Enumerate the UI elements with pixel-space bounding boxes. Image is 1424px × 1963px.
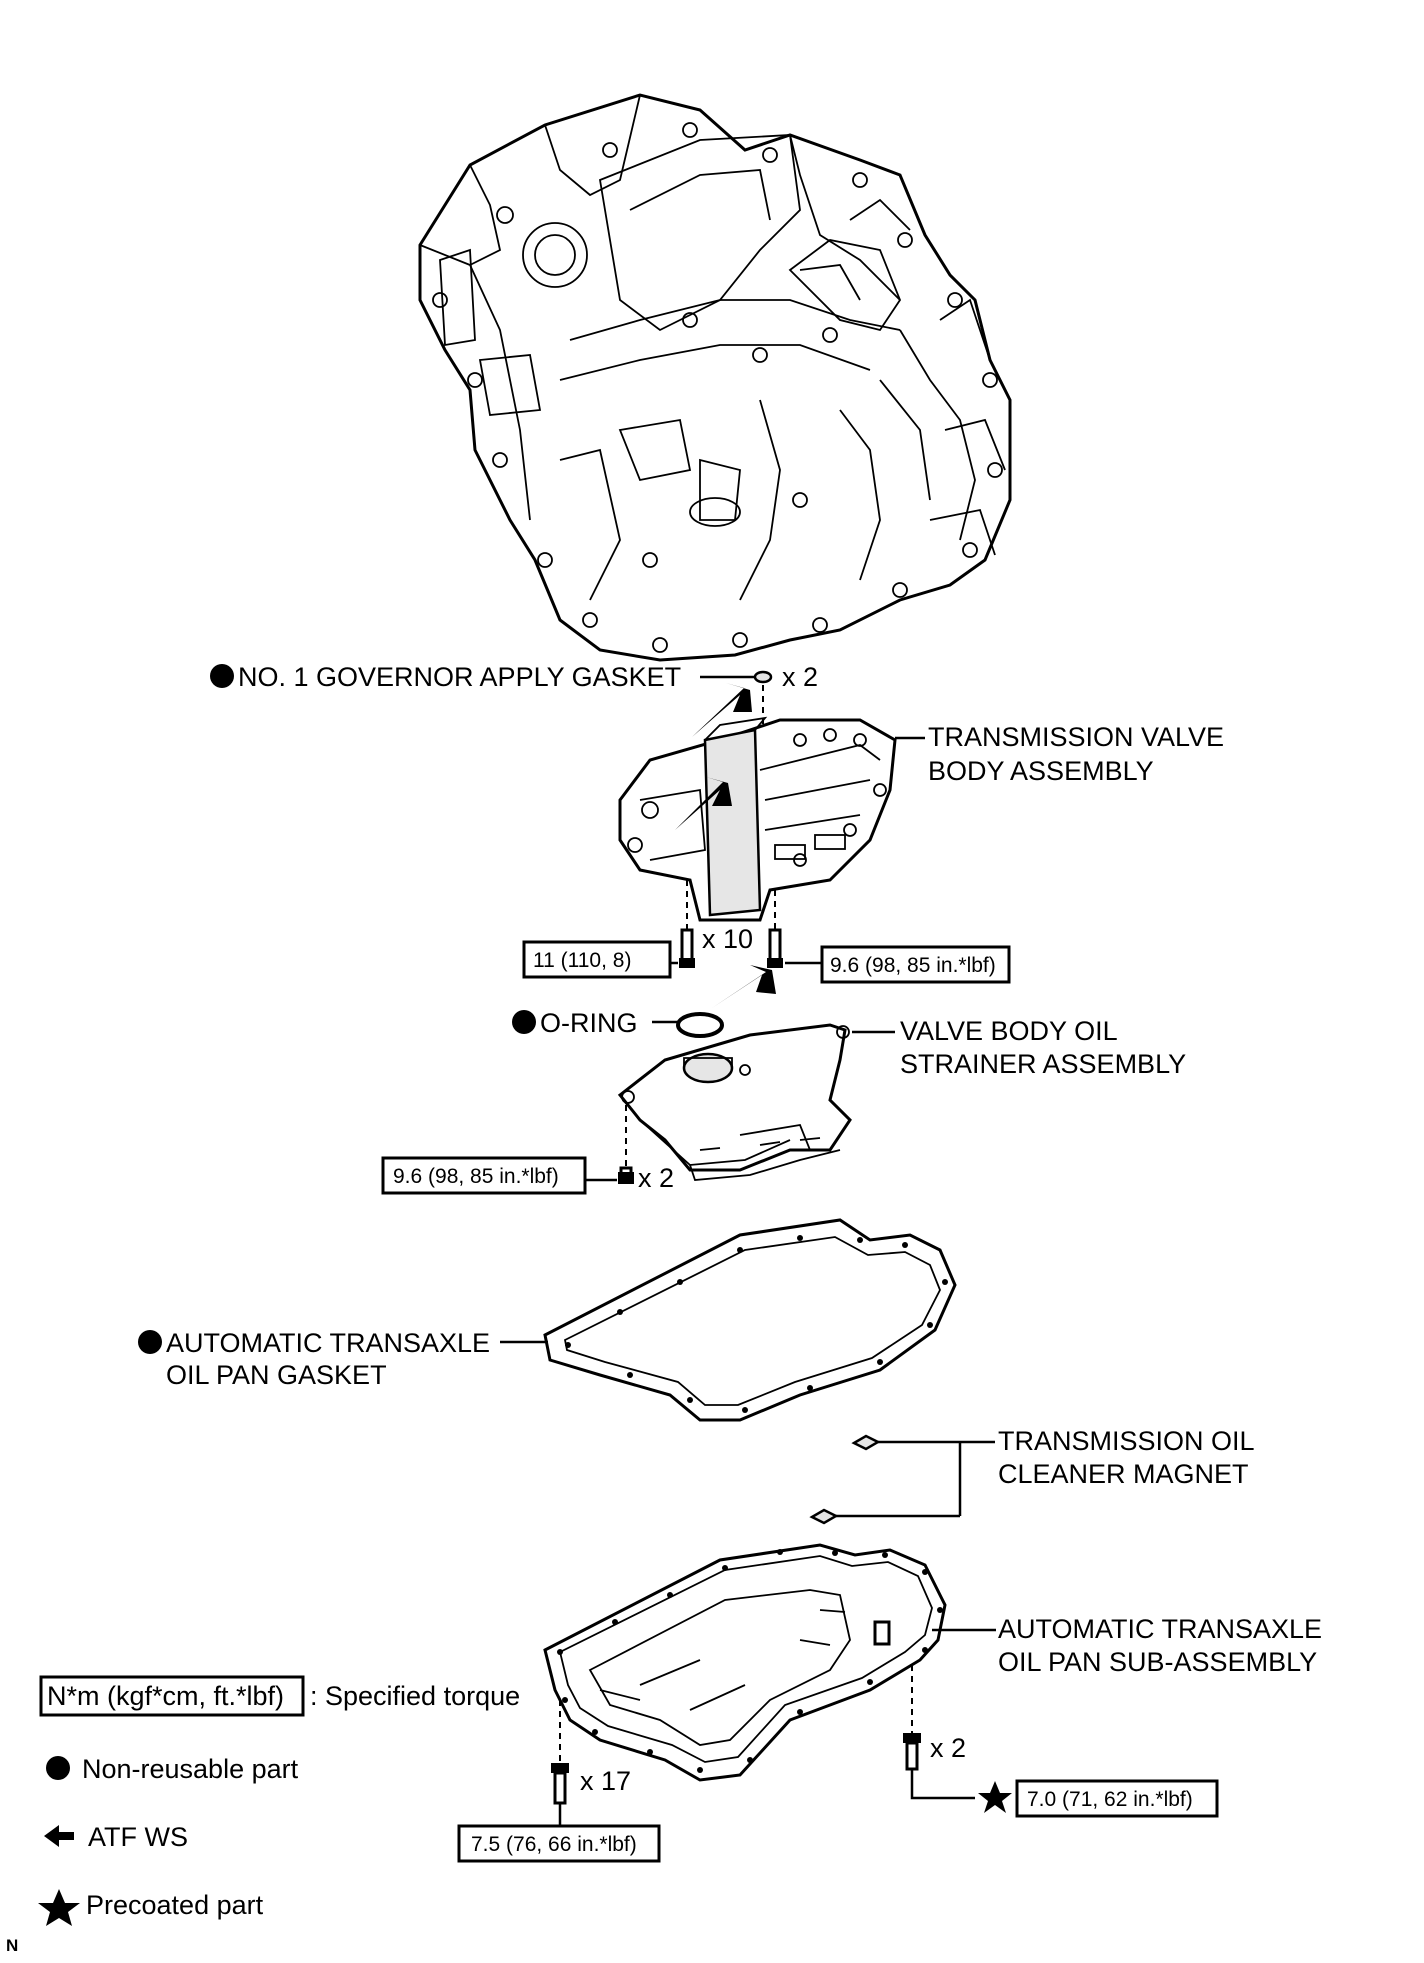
valve-body-bolts: x 10 11 (110, 8) 9.6 (98, 85 in.*lbf) (522, 880, 1011, 984)
governor-gasket-label: NO. 1 GOVERNOR APPLY GASKET (238, 662, 681, 692)
o-ring-callout: O-RING (512, 965, 776, 1038)
atf-arrow-icon (44, 1825, 74, 1847)
oil-pan-gasket-label-line1: AUTOMATIC TRANSAXLE (166, 1328, 490, 1358)
strainer-illustration (617, 1023, 852, 1181)
valve-body-bolt-count: x 10 (702, 924, 753, 954)
magnet-part (809, 1508, 839, 1525)
legend-torque-box-text: N*m (kgf*cm, ft.*lbf) (47, 1681, 284, 1711)
magnet-label-line1: TRANSMISSION OIL (998, 1426, 1255, 1456)
oil-pan-gasket-label-line2: OIL PAN GASKET (166, 1360, 387, 1390)
torque-strainer-bolt: 9.6 (98, 85 in.*lbf) (393, 1165, 559, 1188)
o-ring-label: O-RING (540, 1008, 638, 1038)
oil-pan-label-line1: AUTOMATIC TRANSAXLE (998, 1614, 1322, 1644)
governor-gasket-part (753, 670, 773, 684)
non-reusable-mark-icon (210, 664, 234, 688)
oil-pan-precoat-bolt-count: x 2 (930, 1733, 966, 1763)
bolt-icon (551, 1763, 569, 1805)
strainer-callout: VALVE BODY OIL STRAINER ASSEMBLY x 2 9.6… (381, 1016, 1186, 1195)
precoat-star-icon (978, 1781, 1012, 1813)
oil-pan-illustration (543, 1543, 947, 1782)
magnet-label-line2: CLEANER MAGNET (998, 1459, 1249, 1489)
legend-non-reusable: Non-reusable part (82, 1754, 299, 1784)
torque-oil-pan-bolt: 7.5 (76, 66 in.*lbf) (471, 1833, 637, 1856)
corner-mark: N (6, 1936, 18, 1955)
legend-precoated: Precoated part (86, 1890, 264, 1920)
oil-pan-bolt-count: x 17 (580, 1766, 631, 1796)
legend-atf: ATF WS (88, 1822, 188, 1852)
atf-arrow-icon-1 (692, 683, 752, 737)
non-reusable-mark-icon (138, 1330, 162, 1354)
torque-oil-pan-precoat-bolt: 7.0 (71, 62 in.*lbf) (1027, 1788, 1193, 1811)
governor-gasket-count: x 2 (782, 662, 818, 692)
oil-pan-callout: AUTOMATIC TRANSAXLE OIL PAN SUB-ASSEMBLY… (457, 1614, 1322, 1863)
valve-body-label-line1: TRANSMISSION VALVE (928, 722, 1224, 752)
atf-arrow-icon-3 (712, 965, 776, 1008)
valve-body-label-line2: BODY ASSEMBLY (928, 756, 1154, 786)
legend: N*m (kgf*cm, ft.*lbf) : Specified torque… (38, 1675, 520, 1926)
legend-torque-text: : Specified torque (310, 1681, 520, 1711)
strainer-label-line2: STRAINER ASSEMBLY (900, 1049, 1186, 1079)
magnet-part (851, 1434, 881, 1451)
valve-body-callout: TRANSMISSION VALVE BODY ASSEMBLY (895, 722, 1224, 786)
o-ring-part (676, 1012, 724, 1038)
precoated-star-icon (38, 1889, 80, 1926)
strainer-label-line1: VALVE BODY OIL (900, 1016, 1118, 1046)
valve-body-illustration (618, 683, 897, 922)
transaxle-housing-illustration (418, 93, 1012, 662)
oil-pan-gasket-illustration (543, 1218, 957, 1422)
torque-valve-body-bolt-b: 9.6 (98, 85 in.*lbf) (830, 954, 996, 977)
oil-pan-label-line2: OIL PAN SUB-ASSEMBLY (998, 1647, 1317, 1677)
bolt-icon (903, 1733, 921, 1771)
bolt-icon (767, 928, 783, 968)
bolt-icon (679, 928, 695, 968)
oil-pan-gasket-callout: AUTOMATIC TRANSAXLE OIL PAN GASKET (138, 1328, 548, 1390)
torque-valve-body-bolt-a: 11 (110, 8) (533, 949, 631, 972)
bolt-icon (618, 1166, 634, 1184)
non-reusable-icon (46, 1756, 70, 1780)
strainer-bolt-count: x 2 (638, 1163, 674, 1193)
governor-gasket-callout: NO. 1 GOVERNOR APPLY GASKET x 2 (210, 662, 818, 760)
oil-cleaner-magnet-callout: TRANSMISSION OIL CLEANER MAGNET (809, 1426, 1255, 1525)
atf-arrow-icon-2 (675, 777, 732, 830)
non-reusable-mark-icon (512, 1010, 536, 1034)
